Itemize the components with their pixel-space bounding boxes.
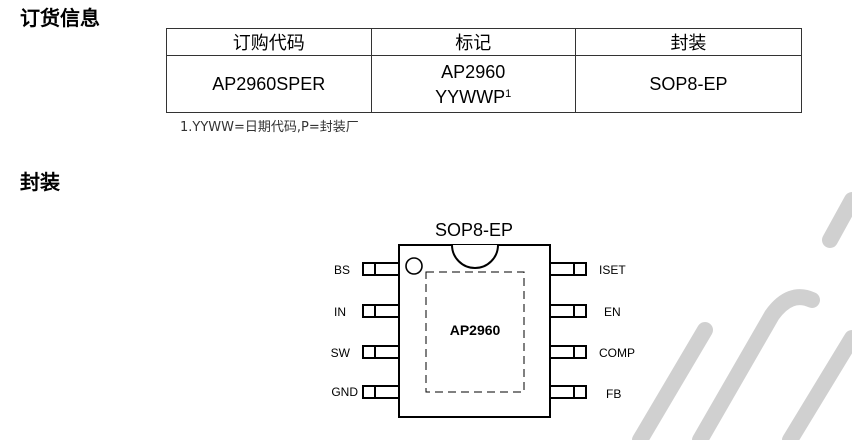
pin-label-fb: FB	[606, 387, 621, 401]
pin-label-sw: SW	[331, 346, 351, 360]
footnote: 1.YYWW=日期代码,P=封装厂	[180, 120, 359, 135]
package-heading: 封装	[20, 170, 60, 194]
header-package: 封装	[574, 28, 803, 56]
marking-code: YYWWP	[435, 86, 506, 107]
pin	[362, 262, 400, 276]
pin1-indicator	[405, 257, 423, 275]
pin-label-en: EN	[604, 305, 621, 319]
pin	[362, 385, 400, 399]
footnote-marker: 1	[505, 87, 512, 100]
package-title: SOP8-EP	[435, 220, 513, 240]
left-pins	[362, 262, 400, 399]
ordering-info-heading: 订货信息	[20, 6, 100, 30]
part-label: AP2960	[450, 322, 501, 338]
pin	[549, 345, 587, 359]
exposed-pad	[425, 271, 525, 393]
watermark	[632, 192, 852, 440]
pin-label-comp: COMP	[599, 346, 635, 360]
table-header-row: 订购代码 标记 封装	[166, 28, 803, 56]
ordering-table: 订购代码 标记 封装 AP2960SPER AP2960 YYWWP1 SOP8…	[166, 28, 803, 113]
cell-marking: AP2960 YYWWP1	[370, 55, 576, 113]
marking-line2: YYWWP1	[372, 83, 575, 108]
pin	[549, 262, 587, 276]
package-body	[398, 244, 551, 418]
pin-label-bs: BS	[334, 263, 350, 277]
pin	[549, 385, 587, 399]
pin-label-gnd: GND	[331, 385, 358, 399]
pin	[362, 345, 400, 359]
package-notch	[451, 244, 499, 269]
pin-label-iset: ISET	[599, 263, 626, 277]
right-pins	[549, 262, 587, 399]
pin	[362, 304, 400, 318]
table-row: AP2960SPER AP2960 YYWWP1 SOP8-EP	[166, 55, 803, 113]
cell-package: SOP8-EP	[574, 55, 803, 113]
pin	[549, 304, 587, 318]
header-order-code: 订购代码	[166, 28, 372, 56]
cell-order-code: AP2960SPER	[166, 55, 372, 113]
marking-line1: AP2960	[441, 61, 506, 82]
pin-label-in: IN	[334, 305, 346, 319]
